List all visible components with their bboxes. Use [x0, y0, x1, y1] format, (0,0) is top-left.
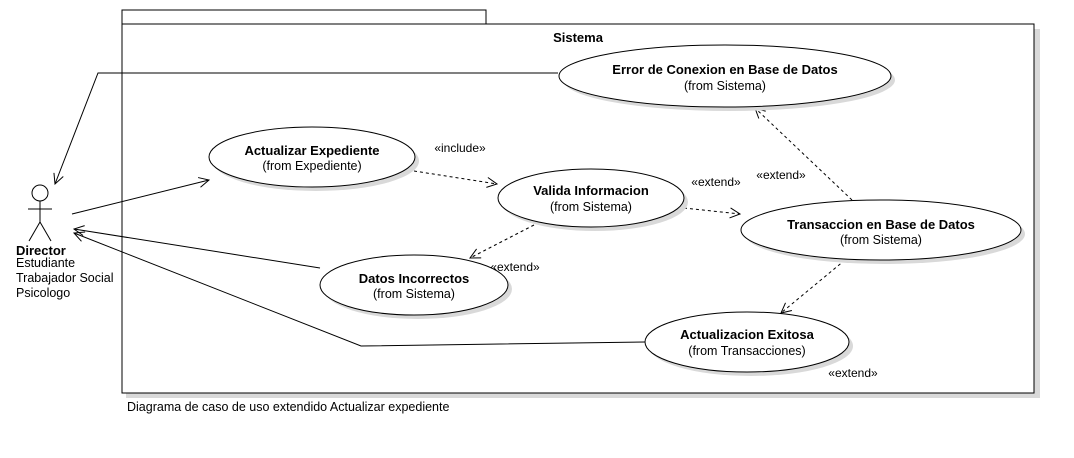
extend-transaccion-to-exitosa [781, 259, 846, 313]
actor-role: Psicologo [16, 286, 70, 300]
diagram-caption: Diagrama de caso de uso extendido Actual… [127, 400, 449, 414]
include-actualizar-to-valida [413, 170, 497, 184]
use-case-origin: (from Sistema) [373, 287, 455, 301]
actor-role: Estudiante [16, 256, 75, 270]
system-title: Sistema [553, 30, 604, 45]
use-case-actualizacion-exitosa[interactable]: Actualizacion Exitosa (from Transaccione… [644, 311, 853, 376]
use-case-name: Actualizacion Exitosa [680, 327, 814, 342]
use-case-origin: (from Sistema) [550, 200, 632, 214]
use-case-name: Actualizar Expediente [244, 143, 379, 158]
use-case-valida-informacion[interactable]: Valida Informacion (from Sistema) [497, 168, 688, 231]
use-case-transaccion-bd[interactable]: Transaccion en Base de Datos (from Siste… [740, 199, 1025, 264]
extend-label-error: «extend» [756, 168, 806, 182]
extend-label-exitosa: «extend» [828, 366, 878, 380]
use-case-name: Datos Incorrectos [359, 271, 470, 286]
use-case-error-conexion[interactable]: Error de Conexion en Base de Datos (from… [558, 44, 895, 111]
extend-label-transaccion: «extend» [691, 175, 741, 189]
use-case-origin: (from Sistema) [840, 233, 922, 247]
package-tab [121, 9, 487, 25]
extend-valida-to-datos [470, 224, 535, 258]
relationships [55, 72, 853, 347]
stick-figure-icon [28, 184, 52, 242]
association-datos-to-actor [74, 229, 321, 269]
association-error-to-actor [55, 72, 558, 184]
actor-director[interactable]: Director Estudiante Trabajador Social Ps… [16, 184, 114, 300]
use-case-origin: (from Sistema) [684, 79, 766, 93]
use-case-name: Valida Informacion [533, 183, 649, 198]
use-case-actualizar-expediente[interactable]: Actualizar Expediente (from Expediente) [208, 126, 419, 191]
use-case-name: Transaccion en Base de Datos [787, 217, 975, 232]
association-exitosa-to-actor [74, 233, 646, 347]
include-label: «include» [434, 141, 486, 155]
actor-name: Director [16, 243, 66, 258]
stereotype-labels: «include» «extend» «extend» «extend» «ex… [434, 141, 878, 380]
extend-transaccion-to-error [755, 108, 853, 201]
use-case-origin: (from Expediente) [262, 159, 361, 173]
association-actor-to-actualizar [71, 180, 209, 215]
extend-label-datos: «extend» [490, 260, 540, 274]
use-case-datos-incorrectos[interactable]: Datos Incorrectos (from Sistema) [319, 254, 512, 319]
use-case-name: Error de Conexion en Base de Datos [612, 62, 837, 77]
actor-role: Trabajador Social [16, 271, 114, 285]
use-case-origin: (from Transacciones) [688, 344, 805, 358]
